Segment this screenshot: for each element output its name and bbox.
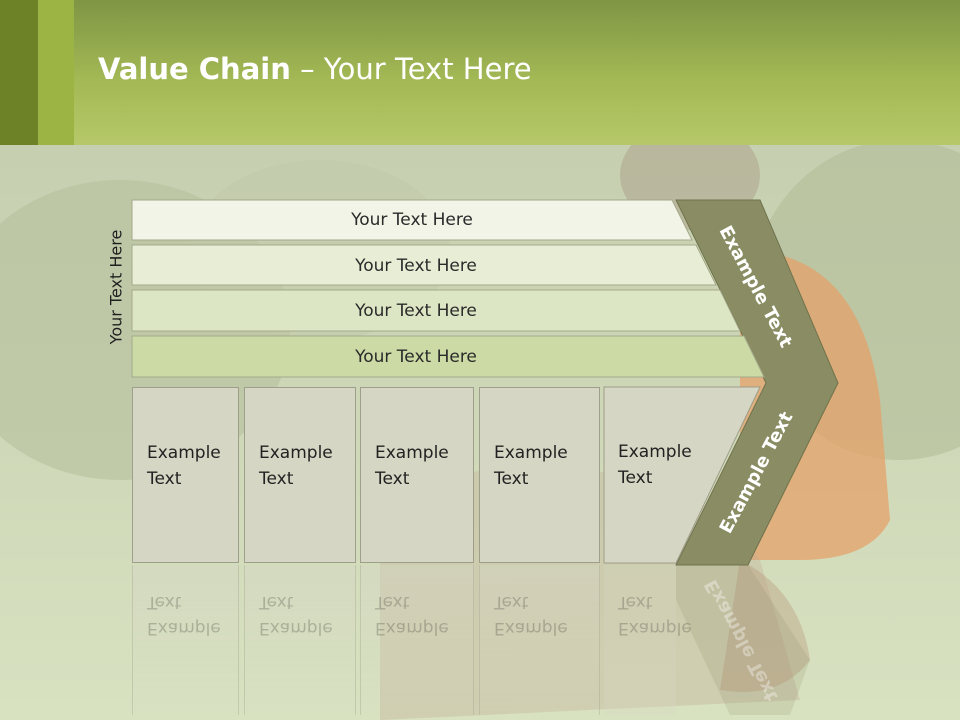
box-4-line2: Text: [494, 469, 529, 489]
box-2-reflection-line2: Text: [259, 592, 294, 612]
box-3: Example Text: [360, 387, 474, 563]
band-4-shape: [131, 335, 765, 378]
box-5-reflection-line2: Text: [618, 592, 653, 612]
box-5-shape: [603, 386, 761, 564]
band-3: Your Text Here: [132, 290, 700, 330]
box-5-line2: Text: [618, 468, 653, 488]
box-3-reflection-line1: Example: [375, 618, 449, 638]
box-3-reflection-text: Example Text: [375, 589, 449, 641]
box-4-line1: Example: [494, 443, 568, 463]
box-5-reflection-line1: Example: [618, 618, 692, 638]
chevron-arrow: [675, 199, 839, 566]
title-rest: – Your Text Here: [290, 52, 532, 86]
box-1-line1: Example: [147, 443, 221, 463]
band-4: Your Text Here: [132, 336, 700, 376]
header-accent-dark: [0, 0, 38, 145]
band-1-shape: [131, 199, 693, 241]
box-3-reflection: Example Text: [360, 565, 474, 715]
box-3-line2: Text: [375, 469, 410, 489]
band-3-shape: [131, 289, 741, 332]
band-1: Your Text Here: [132, 200, 692, 240]
box-4-reflection: Example Text: [479, 565, 600, 715]
header-banner: Value Chain – Your Text Here: [0, 0, 960, 145]
box-1-reflection-line2: Text: [147, 592, 182, 612]
slide-title: Value Chain – Your Text Here: [98, 52, 532, 86]
box-2-reflection: Example Text: [244, 565, 356, 715]
band-4-label: Your Text Here: [355, 347, 477, 367]
band-2: Your Text Here: [132, 245, 700, 285]
box-5-reflection-shape: [604, 565, 676, 715]
header-accent-light: [38, 0, 74, 145]
box-5-reflection-text: Example Text: [618, 589, 692, 641]
band-2-label: Your Text Here: [355, 256, 477, 276]
box-2-line1: Example: [259, 443, 333, 463]
box-4-reflection-line1: Example: [494, 618, 568, 638]
box-4-reflection-text: Example Text: [494, 589, 568, 641]
box-2-reflection-text: Example Text: [259, 589, 333, 641]
box-2-reflection-line1: Example: [259, 618, 333, 638]
band-3-label: Your Text Here: [355, 301, 477, 321]
box-4: Example Text: [479, 387, 600, 563]
box-3-reflection-line2: Text: [375, 592, 410, 612]
box-2: Example Text: [244, 387, 356, 563]
box-1-line2: Text: [147, 469, 182, 489]
box-1-reflection-text: Example Text: [147, 589, 221, 641]
box-2-line2: Text: [259, 469, 294, 489]
box-5: Example Text: [604, 387, 692, 563]
box-1-reflection-line1: Example: [147, 618, 221, 638]
box-1: Example Text: [132, 387, 239, 563]
band-1-label: Your Text Here: [351, 210, 473, 230]
box-4-reflection-line2: Text: [494, 592, 529, 612]
band-2-shape: [131, 244, 717, 286]
chevron-reflection: [676, 565, 810, 715]
box-5-line1: Example: [618, 442, 692, 462]
box-1-reflection: Example Text: [132, 565, 239, 715]
box-3-line1: Example: [375, 443, 449, 463]
box-5-reflection: Example Text: [604, 565, 692, 715]
title-bold: Value Chain: [98, 52, 291, 86]
